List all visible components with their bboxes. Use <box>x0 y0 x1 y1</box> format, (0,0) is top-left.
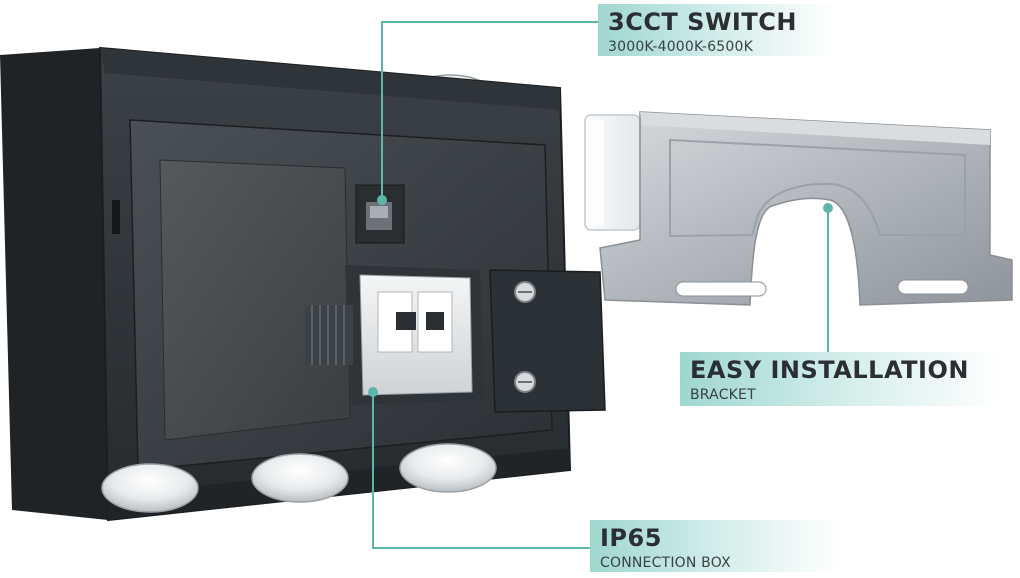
connection-box <box>305 265 485 405</box>
switch-leader-dot <box>377 195 387 205</box>
callout-easy-installation: EASY INSTALLATION BRACKET <box>680 352 1000 406</box>
callout-title: EASY INSTALLATION <box>690 356 969 384</box>
mounting-bracket <box>584 111 1013 306</box>
callout-ip65-connection-box: IP65 CONNECTION BOX <box>590 520 840 572</box>
housing <box>0 46 572 522</box>
callout-subtitle: 3000K-4000K-6500K <box>608 39 753 55</box>
connection-leader-line <box>372 392 590 549</box>
callout-title: 3CCT SWITCH <box>608 8 797 36</box>
callout-3cct-switch: 3CCT SWITCH 3000K-4000K-6500K <box>598 4 838 56</box>
callout-subtitle: BRACKET <box>690 387 756 403</box>
connection-leader-dot <box>368 387 378 397</box>
callout-title: IP65 <box>600 524 662 552</box>
switch-leader-line <box>381 21 598 200</box>
installation-leader-dot <box>823 203 833 213</box>
callout-subtitle: CONNECTION BOX <box>600 555 731 571</box>
callout-lines <box>368 21 833 549</box>
cover-plate <box>489 269 606 413</box>
cct-switch <box>355 184 405 244</box>
bottom-led-row <box>101 443 497 513</box>
